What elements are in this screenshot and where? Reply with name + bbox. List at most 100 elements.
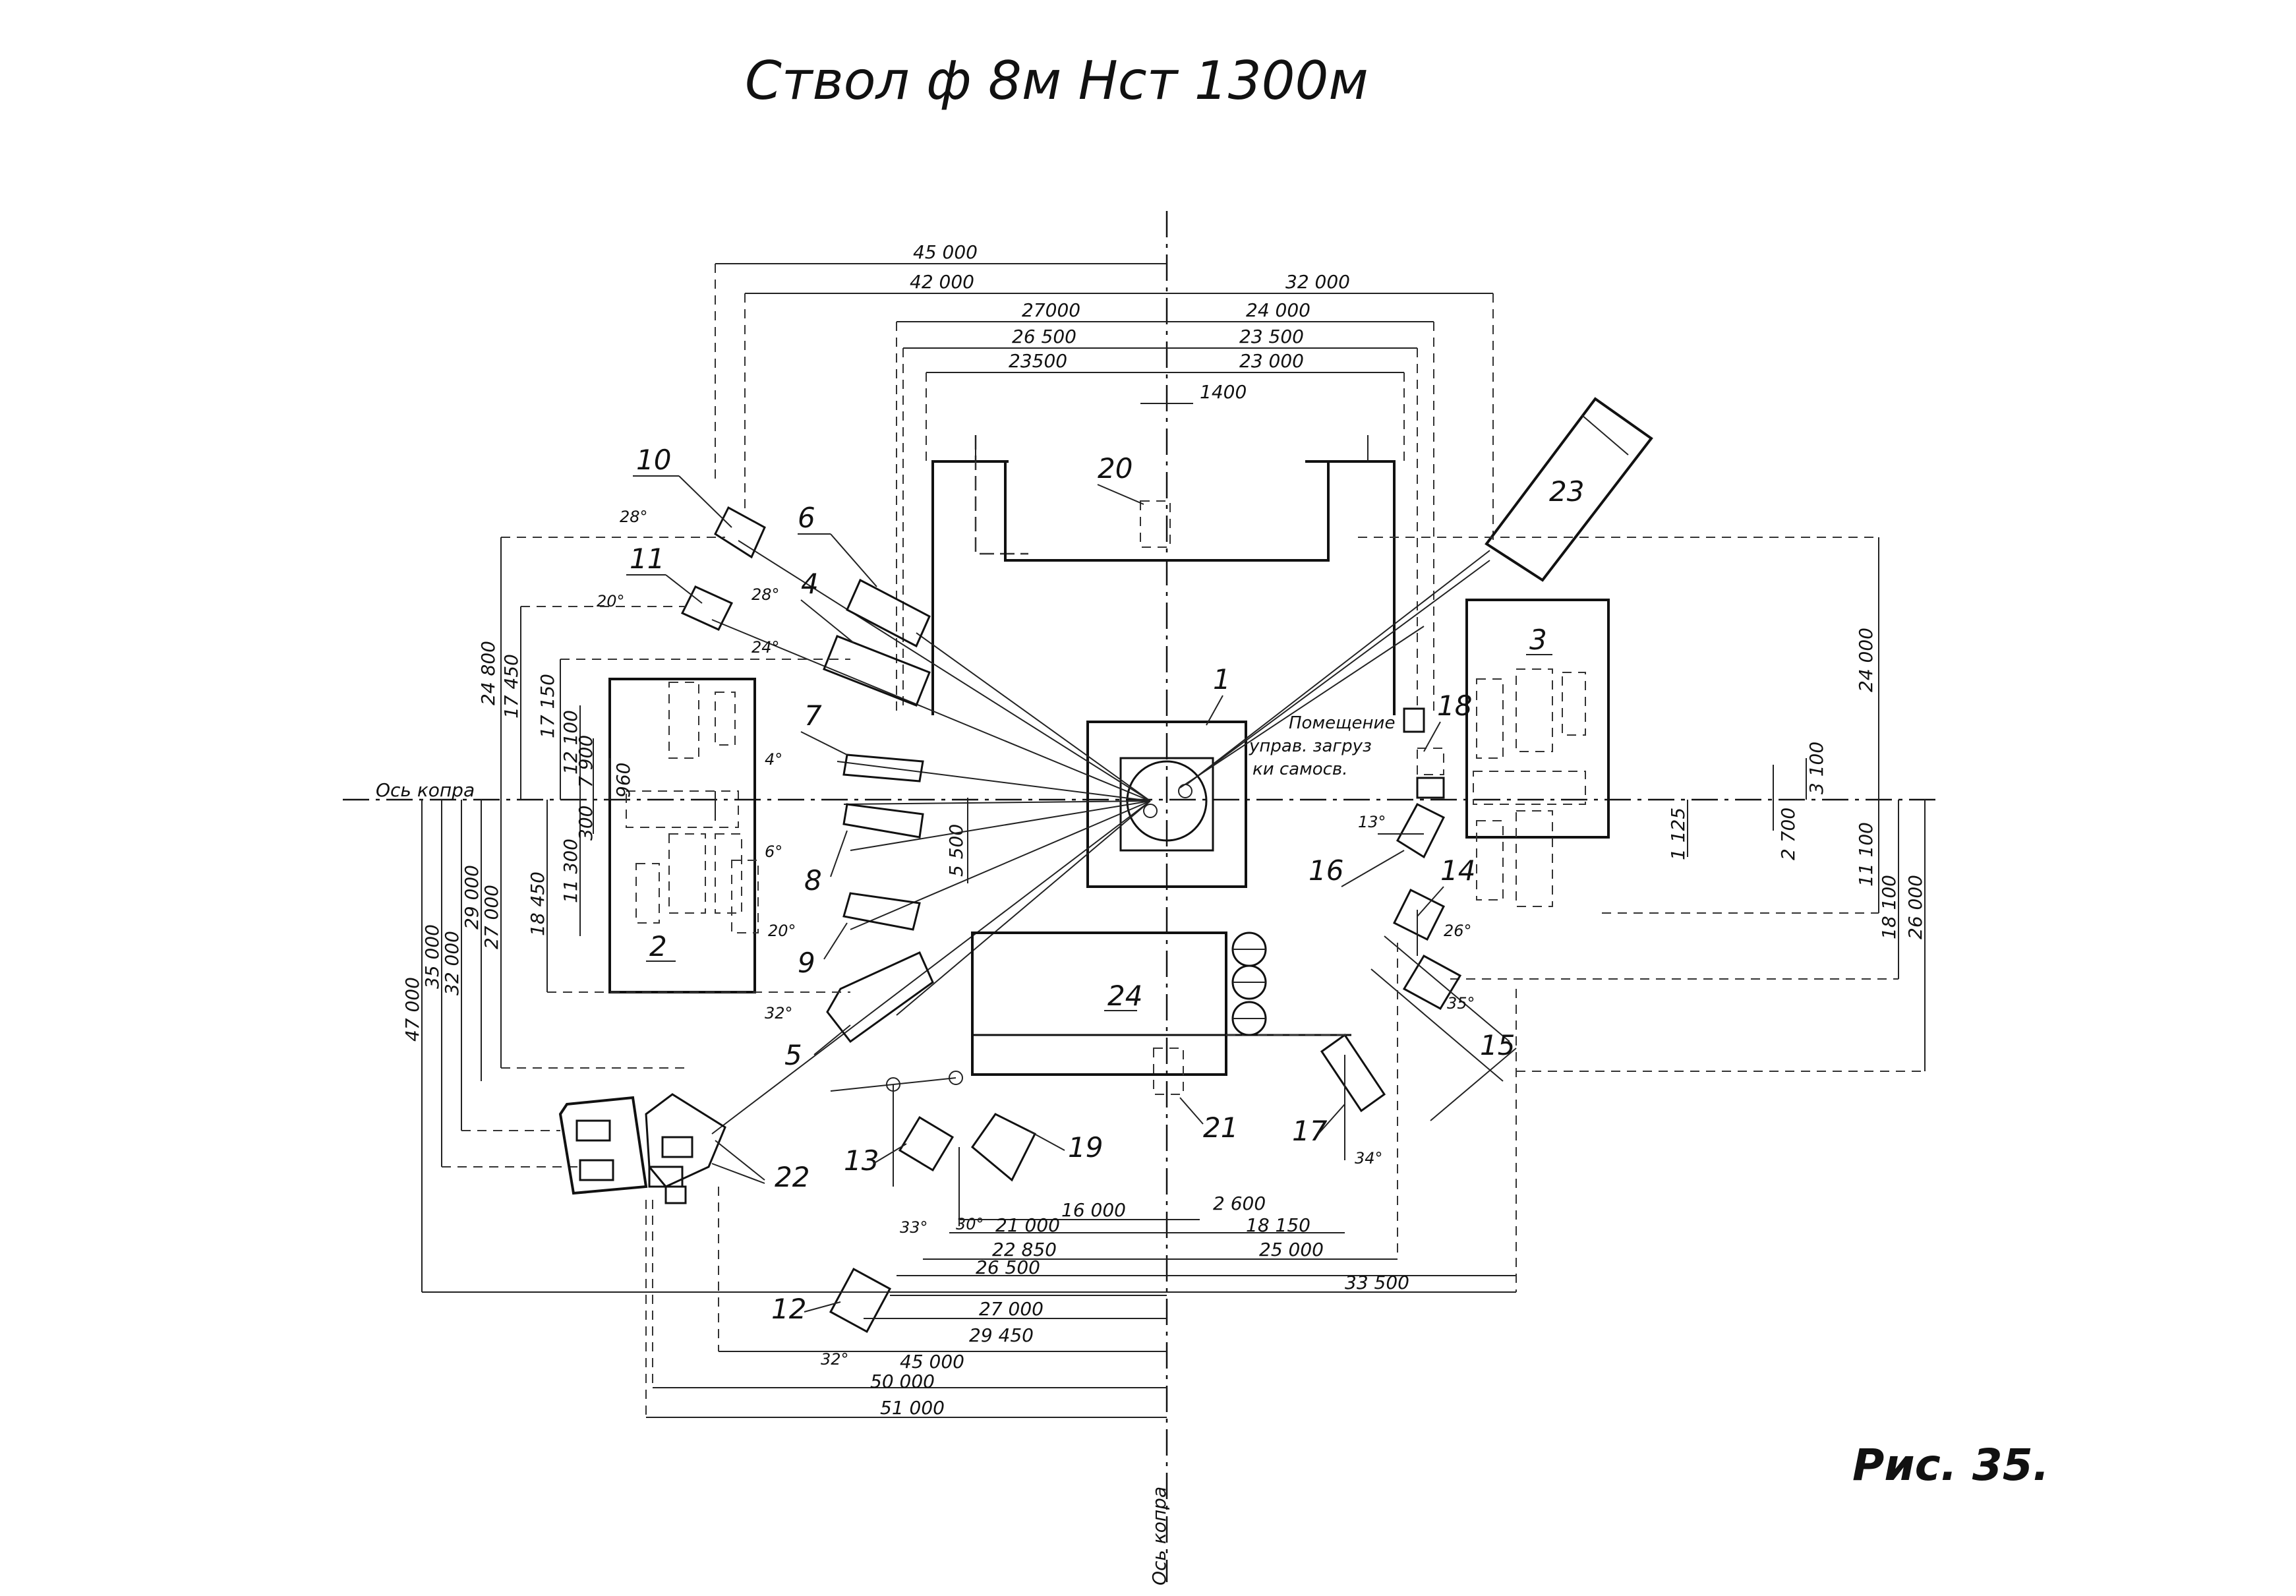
- item-4-box: [823, 635, 931, 707]
- item-7-box: [842, 754, 924, 783]
- item-2-label: 2: [649, 930, 667, 962]
- dim-top-24000: 24 000: [1246, 299, 1310, 321]
- item-21-label: 21: [1203, 1111, 1238, 1144]
- angle-20-a: 20°: [597, 592, 625, 610]
- dim-bottom-33500: 33 500: [1345, 1272, 1409, 1293]
- top-dimension-lines: [715, 263, 1494, 712]
- rope-lines: [711, 540, 1490, 1135]
- item-13-label: 13: [844, 1144, 879, 1177]
- figure-label: Рис. 35.: [1852, 1440, 2049, 1491]
- dim-left-7900: 7 900: [575, 735, 597, 788]
- right-dimension-lines: [1358, 537, 1926, 1072]
- dim-left-24800: 24 800: [477, 641, 499, 705]
- dim-bottom-26500: 26 500: [976, 1256, 1040, 1278]
- dim-right-3100: 3 100: [1806, 742, 1827, 794]
- item-11-label: 11: [630, 543, 664, 575]
- dim-top-45000: 45 000: [913, 241, 978, 263]
- item-5-label: 5: [784, 1039, 802, 1071]
- item-8-box: [842, 803, 924, 839]
- dim-right-2700: 2 700: [1777, 808, 1799, 860]
- dim-bottom-27000: 27 000: [979, 1298, 1044, 1320]
- dim-left-17150: 17 150: [537, 674, 558, 738]
- item-3-label: 3: [1529, 624, 1547, 656]
- item-22-cluster: [558, 1093, 726, 1204]
- item-15-box: [1402, 954, 1462, 1011]
- item-19-box: [970, 1113, 1037, 1182]
- angle-32-a: 32°: [765, 1004, 793, 1022]
- dim-right-26000: 26 000: [1904, 875, 1926, 939]
- angle-33: 33°: [900, 1218, 928, 1237]
- item-4-label: 4: [801, 568, 819, 600]
- item-3-building: [1465, 599, 1610, 839]
- item-16-label: 16: [1309, 854, 1343, 887]
- dim-bottom-21000: 21 000: [995, 1214, 1060, 1236]
- item-9-label: 9: [798, 947, 815, 979]
- item-1-label: 1: [1213, 663, 1231, 695]
- item-11-box: [680, 585, 734, 631]
- item-23-label: 23: [1549, 475, 1584, 508]
- dim-bottom-16000: 16 000: [1061, 1199, 1126, 1221]
- dim-left-18450: 18 450: [527, 872, 548, 936]
- item-23-gallery: [1485, 397, 1653, 582]
- dim-left-12100: 12 100: [560, 710, 581, 775]
- item-17-label: 17: [1292, 1115, 1328, 1147]
- dim-top-26500: 26 500: [1012, 326, 1076, 347]
- item-9-box: [842, 892, 921, 931]
- angle-26: 26°: [1444, 922, 1472, 940]
- angle-20-b: 20°: [768, 922, 796, 940]
- item-22-label: 22: [775, 1161, 809, 1193]
- item-20-box: [1140, 500, 1171, 548]
- dim-left-35000: 35 000: [421, 924, 443, 989]
- room-label-3: ки самосв.: [1252, 759, 1348, 779]
- dim-left-300: 300: [575, 806, 597, 841]
- angle-24: 24°: [751, 638, 780, 657]
- item-24-label: 24: [1107, 980, 1142, 1012]
- angle-34: 34°: [1355, 1149, 1383, 1167]
- item-13-box: [898, 1115, 955, 1172]
- dim-bottom-50000: 50 000: [870, 1371, 935, 1392]
- angle-13: 13°: [1358, 813, 1386, 831]
- item-6-box: [846, 578, 931, 648]
- dim-bottom-25000: 25 000: [1259, 1239, 1324, 1260]
- dim-top-23000: 23 000: [1239, 350, 1304, 372]
- dim-bottom-22850: 22 850: [992, 1239, 1057, 1260]
- angle-28-a: 28°: [620, 508, 648, 526]
- item-16-box: [1396, 803, 1446, 859]
- room-label-1: Помещение: [1289, 713, 1395, 733]
- dim-right-1125: 1 125: [1667, 808, 1689, 860]
- item-10-box: [714, 506, 766, 559]
- item-12-label: 12: [771, 1293, 806, 1325]
- dim-bottom-18150: 18 150: [1246, 1214, 1310, 1236]
- dim-top-32000: 32 000: [1285, 271, 1350, 293]
- dim-top-42000: 42 000: [910, 271, 974, 293]
- angle-32-b: 32°: [821, 1350, 849, 1369]
- angle-35: 35°: [1447, 994, 1475, 1013]
- item-12-box: [829, 1267, 892, 1334]
- dim-right-18100: 18 100: [1878, 875, 1900, 939]
- item-10-label: 10: [636, 444, 671, 476]
- dim-left-960: 960: [612, 763, 634, 798]
- item-17-box: [1320, 1033, 1386, 1113]
- dim-top-23500-r: 23 500: [1239, 326, 1304, 347]
- item-1-headframe: [1086, 721, 1247, 888]
- dim-bottom-51000: 51 000: [880, 1397, 945, 1419]
- angle-6: 6°: [765, 842, 782, 861]
- copra-axis-label: Ось копра: [376, 779, 475, 801]
- dim-bottom-29450: 29 450: [969, 1324, 1034, 1346]
- angle-28-b: 28°: [751, 585, 780, 604]
- item-15-label: 15: [1480, 1029, 1515, 1061]
- item-2-building: [608, 678, 756, 993]
- item-1-inner: [1119, 757, 1214, 852]
- item-6-label: 6: [798, 502, 815, 534]
- room-label-2: управ. загруз: [1249, 736, 1372, 756]
- bottom-dimension-lines: [422, 943, 1517, 1418]
- dim-right-11100: 11 100: [1855, 822, 1877, 887]
- dim-top-27000: 27000: [1022, 299, 1080, 321]
- dim-left-11300: 11 300: [560, 839, 581, 903]
- dim-right-24000: 24 000: [1855, 628, 1877, 692]
- angle-4: 4°: [765, 750, 782, 769]
- dim-left-29000: 29 000: [461, 865, 483, 930]
- item-19-label: 19: [1068, 1131, 1103, 1164]
- item-14-box: [1392, 888, 1446, 941]
